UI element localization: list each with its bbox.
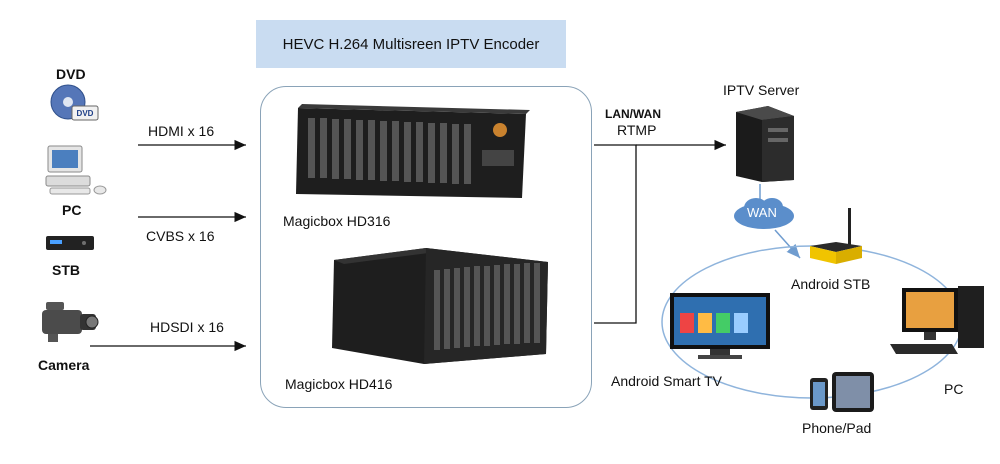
cvbs-input-label: CVBS x 16: [146, 228, 215, 244]
hd316-device-icon: [286, 100, 536, 210]
dvd-icon: DVD: [48, 82, 102, 124]
encoder-to-server-line: [594, 144, 637, 324]
phone-pad-icon: [806, 370, 878, 416]
hdsdi-input-label: HDSDI x 16: [150, 319, 224, 335]
android-stb-icon: [806, 206, 864, 268]
stb-label: STB: [52, 262, 80, 278]
wan-stb-arrow: [774, 229, 801, 259]
smart-tv-icon: [668, 291, 772, 361]
encoder-group-box: [260, 86, 592, 408]
iptv-server-label: IPTV Server: [723, 82, 800, 98]
camera-icon: [36, 300, 102, 346]
dvd-label: DVD: [56, 66, 86, 82]
lan-wan-label: LAN/WAN: [605, 107, 661, 121]
pc-client-icon: [888, 282, 988, 362]
stb-icon: [44, 232, 96, 254]
wan-label: WAN: [747, 205, 777, 220]
svg-text:DVD: DVD: [77, 109, 94, 118]
rtmp-label: RTMP: [617, 122, 657, 138]
phone-pad-label: Phone/Pad: [802, 420, 872, 436]
pc-client-label: PC: [944, 381, 964, 397]
smart-tv-label: Android Smart TV: [611, 373, 723, 389]
hd416-device-icon: [326, 244, 552, 368]
hd316-label: Magicbox HD316: [283, 213, 391, 229]
wan-cloud-icon: [730, 196, 798, 232]
hd416-label: Magicbox HD416: [285, 376, 393, 392]
server-icon: [728, 102, 798, 184]
diagram-title: HEVC H.264 Multisreen IPTV Encoder: [256, 20, 566, 68]
camera-label: Camera: [38, 357, 90, 373]
pc-source-label: PC: [62, 202, 82, 218]
android-stb-label: Android STB: [791, 276, 871, 292]
hdmi-input-label: HDMI x 16: [148, 123, 215, 139]
pc-icon: [44, 144, 108, 200]
